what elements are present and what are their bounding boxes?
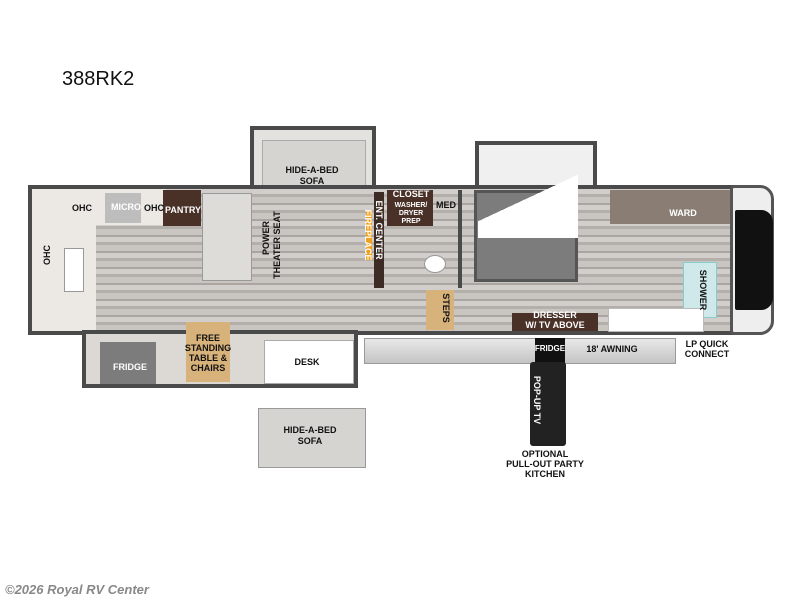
model-title: 388RK2: [62, 68, 135, 90]
front-window: [735, 210, 773, 310]
dresser: [512, 313, 598, 331]
label-closet: CLOSET: [392, 189, 430, 199]
awning: [364, 338, 676, 364]
label-steps: STEPS: [441, 293, 451, 323]
label-washer: WASHER/: [394, 202, 428, 209]
label-table: TABLE &: [188, 353, 228, 363]
label-lp-connect: CONNECT: [684, 349, 730, 359]
toilet: [424, 255, 446, 273]
label-sofa: SOFA: [297, 436, 323, 446]
outdoor-fridge: [535, 338, 565, 364]
label-ohc: OHC: [42, 245, 52, 265]
label-dresser: DRESSER: [533, 310, 577, 320]
fireplace: [366, 210, 372, 260]
label-outdoor-fridge: FRIDGE: [534, 344, 566, 353]
label-sofa: SOFA: [299, 176, 325, 186]
label-sofa: HIDE-A-BED: [285, 165, 339, 175]
label-dresser: W/ TV ABOVE: [525, 320, 585, 330]
label-party-kitchen: OPTIONAL: [521, 449, 569, 459]
top-sofa: [262, 140, 366, 188]
label-ent-center: ENT. CENTER: [374, 200, 384, 260]
desk: [264, 340, 354, 384]
label-theater-seat: POWER: [261, 220, 271, 256]
label-ohc: OHC: [72, 203, 92, 213]
bed-sheet: [478, 158, 578, 238]
label-micro: MICRO: [111, 202, 141, 212]
bottom-sofa: [258, 408, 366, 468]
pantry: [163, 190, 201, 226]
label-party-kitchen: KITCHEN: [525, 469, 565, 479]
label-table: STANDING: [184, 343, 232, 353]
vanity: [608, 308, 704, 332]
entertainment-center: [374, 192, 384, 288]
label-king-bed: KING BED: [504, 225, 550, 235]
label-washer: DRYER: [398, 210, 424, 217]
wardrobe: [610, 190, 730, 224]
label-med: MED: [436, 200, 456, 210]
label-popup-tv: POP-UP TV: [532, 375, 542, 425]
label-ward: WARD: [669, 208, 697, 218]
label-table: FREE: [195, 333, 221, 343]
theater-seat: [202, 193, 252, 281]
label-theater-seat: THEATER SEAT: [272, 211, 282, 279]
fridge: [100, 342, 156, 384]
microwave: [105, 193, 141, 223]
label-fireplace: FIREPLACE: [363, 209, 373, 261]
label-desk: DESK: [294, 357, 320, 367]
label-sofa: HIDE-A-BED: [283, 425, 337, 435]
party-kitchen: [530, 362, 566, 446]
label-lp-connect: LP QUICK: [685, 339, 729, 349]
footer-watermark: ©2026 Royal RV Center: [5, 582, 149, 597]
closet: [387, 190, 433, 226]
label-awning: 18' AWNING: [586, 344, 638, 354]
sink: [64, 248, 84, 292]
label-fridge: FRIDGE: [112, 362, 148, 372]
label-ohc: OHC: [144, 203, 164, 213]
label-table: CHAIRS: [190, 363, 226, 373]
label-party-kitchen: PULL-OUT PARTY: [506, 459, 584, 469]
steps: [426, 290, 454, 330]
dining-table: [186, 322, 230, 382]
label-washer: PREP: [401, 218, 421, 225]
label-pantry: PANTRY: [165, 205, 201, 215]
bath-wall: [458, 190, 462, 288]
label-shower: SHOWER: [698, 269, 708, 311]
